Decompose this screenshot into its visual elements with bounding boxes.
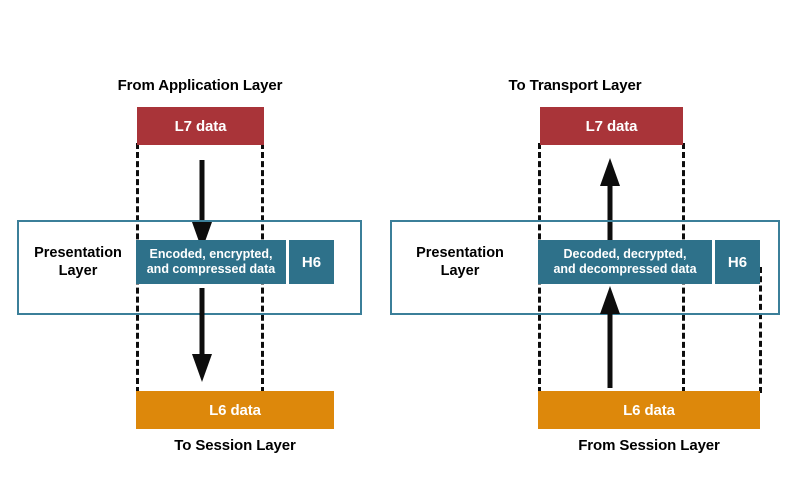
left-top-caption: From Application Layer (117, 77, 283, 94)
right-pdu-header-h6: H6 (715, 240, 760, 284)
left-presentation-layer-label: Presentation Layer (34, 245, 122, 280)
right-pdu-divider (712, 240, 715, 284)
right-presentation-layer-frame (390, 220, 780, 315)
right-bottom-caption: From Session Layer (578, 437, 720, 454)
left-presentation-layer-frame (17, 220, 362, 315)
right-top-caption: To Transport Layer (508, 77, 642, 94)
right-pdu: Decoded, decrypted, and decompressed dat… (538, 240, 760, 284)
right-panel: To Transport Layer L7 data Presentation … (380, 0, 800, 500)
right-arrow-up-bottom (598, 284, 622, 388)
right-presentation-layer-label: Presentation Layer (416, 245, 504, 280)
left-arrow-down-top (190, 160, 214, 252)
right-guide-line-header (759, 267, 762, 393)
left-l6-data-bar: L6 data (136, 391, 334, 429)
left-pdu: Encoded, encrypted, and compressed data … (136, 240, 334, 284)
right-l6-data-bar: L6 data (538, 391, 760, 429)
left-bottom-caption: To Session Layer (174, 437, 296, 454)
right-pdu-payload: Decoded, decrypted, and decompressed dat… (538, 240, 712, 284)
left-pdu-payload: Encoded, encrypted, and compressed data (136, 240, 286, 284)
left-panel: From Application Layer L7 data Presentat… (0, 0, 380, 500)
left-pdu-divider (286, 240, 289, 284)
right-l7-data-bar: L7 data (540, 107, 683, 145)
left-pdu-header-h6: H6 (289, 240, 334, 284)
left-l7-data-bar: L7 data (137, 107, 264, 145)
left-arrow-down-bottom (190, 288, 214, 384)
